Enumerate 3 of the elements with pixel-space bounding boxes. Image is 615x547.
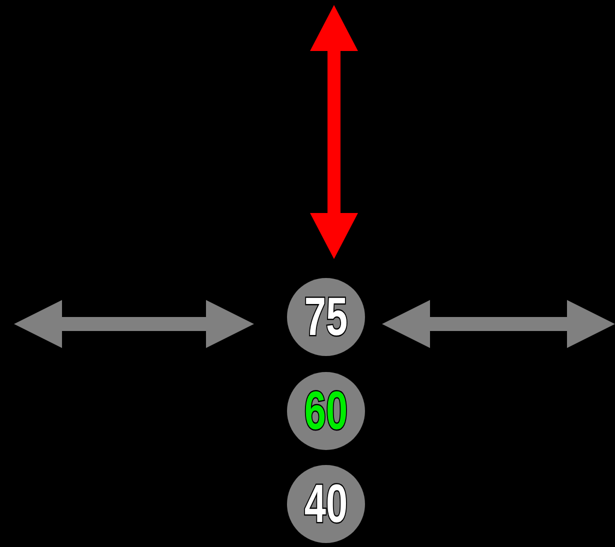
- number-label: 75: [304, 290, 348, 344]
- number-label: 40: [304, 477, 348, 531]
- number-label: 60: [304, 384, 348, 438]
